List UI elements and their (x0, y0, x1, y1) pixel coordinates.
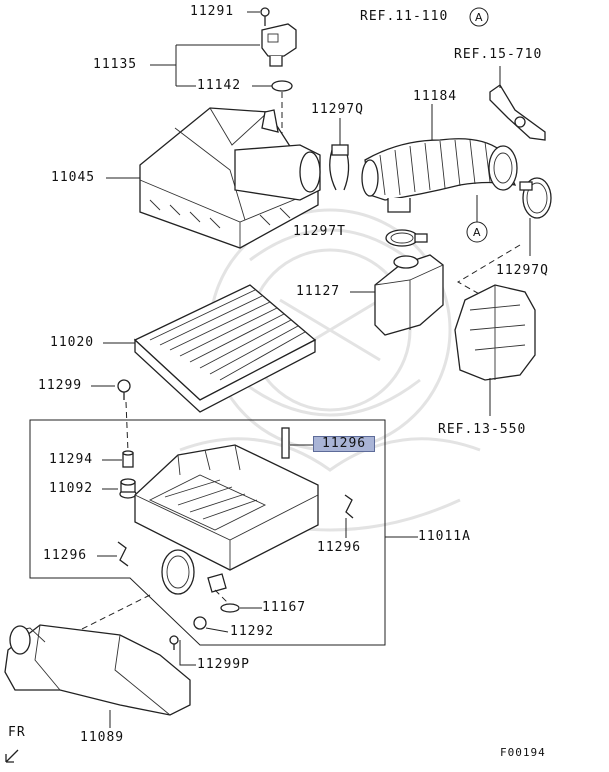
label-11127: 11127 (296, 284, 341, 299)
air-cleaner-case-11011a (134, 444, 319, 595)
duct-ref-13-550 (454, 244, 536, 416)
clip-11296-left (97, 541, 129, 567)
mark-a-top-text: A (475, 11, 483, 24)
air-cleaner-cover-11045 (106, 107, 321, 249)
label-11092: 11092 (49, 481, 94, 496)
bolt-11299 (91, 379, 131, 453)
label-11297q-top: 11297Q (311, 102, 364, 117)
label-11045: 11045 (51, 170, 96, 185)
label-11299p: 11299P (197, 657, 250, 672)
collar-11294 (102, 450, 134, 468)
reference-mark-a-hose: A (466, 195, 488, 243)
label-11184: 11184 (413, 89, 458, 104)
bolt-11292 (193, 616, 229, 633)
label-11089: 11089 (80, 730, 125, 745)
label-11294: 11294 (49, 452, 94, 467)
label-ref-15-710: REF.15-710 (454, 47, 543, 62)
label-11011a: 11011A (418, 529, 471, 544)
label-11292: 11292 (230, 624, 275, 639)
grommet-11092 (102, 478, 137, 499)
label-11020: 11020 (50, 335, 95, 350)
intake-hose-11184 (361, 104, 518, 213)
label-11296-left: 11296 (43, 548, 88, 563)
label-11296-right: 11296 (317, 540, 362, 555)
resonator-11127 (350, 254, 444, 336)
label-ref-13-550: REF.13-550 (438, 422, 527, 437)
assembly-box-11011a (29, 419, 418, 646)
air-duct-11089 (4, 624, 191, 728)
clip-11296-right (344, 494, 354, 538)
label-11297t: 11297T (293, 224, 346, 239)
reference-mark-a-top: A (469, 7, 489, 27)
airflow-sensor-11135 (150, 23, 297, 87)
hose-clamp-11297q-top (329, 118, 350, 191)
hose-clamp-11297t (385, 229, 428, 247)
grommet-11167 (214, 589, 262, 613)
screw-11291 (247, 7, 270, 26)
label-fr: FR (8, 725, 26, 740)
label-11291: 11291 (190, 4, 235, 19)
label-11142: 11142 (197, 78, 242, 93)
front-direction-arrow-icon (5, 749, 19, 763)
footer-code: F00194 (500, 746, 546, 759)
o-ring-11142 (252, 80, 293, 150)
air-filter-element-11020 (103, 284, 317, 413)
label-11135: 11135 (93, 57, 138, 72)
label-11297q-right: 11297Q (496, 263, 549, 278)
label-11167: 11167 (262, 600, 307, 615)
hose-clamp-11297q-right (519, 177, 552, 256)
mark-a-hose-text: A (473, 226, 481, 239)
label-ref-11-110: REF.11-110 (360, 9, 449, 24)
clip-11296-top (281, 427, 313, 459)
label-11299: 11299 (38, 378, 83, 393)
label-11296-highlighted[interactable]: 11296 (313, 436, 376, 452)
bracket-ref-15-710 (489, 66, 546, 141)
